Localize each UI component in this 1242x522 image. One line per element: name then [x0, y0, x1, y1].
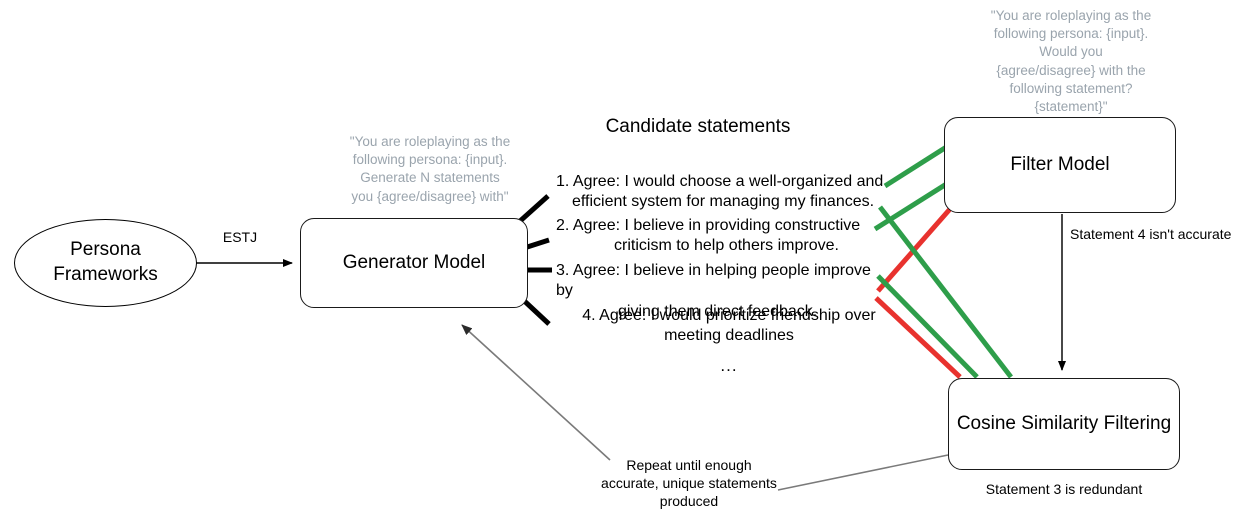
generator-prompt-line-4: you {agree/disagree} with" — [351, 188, 509, 204]
generator-prompt-line-3: Generate N statements — [360, 170, 500, 186]
filter-prompt-line-6: {statement}" — [1034, 99, 1108, 115]
candidate-statement-2-line-2: criticism to help others improve. — [614, 237, 839, 255]
filter-prompt-line-1: "You are roleplaying as the — [990, 8, 1152, 23]
node-filter-model[interactable]: Filter Model — [944, 117, 1176, 213]
candidate-statements-heading: Candidate statements — [605, 116, 791, 137]
candidate-statement-2-line-1: 2. Agree: I believe in providing constru… — [556, 217, 861, 234]
edge-statement-1-to-cosine — [878, 205, 1013, 379]
edge-statement-3-to-cosine — [876, 274, 979, 379]
filter-prompt-line-3: Would you — [1039, 44, 1103, 60]
candidate-statement-1-line-2: efficient system for managing my finance… — [572, 193, 875, 211]
filter-prompt-note: "You are roleplaying as the following pe… — [966, 7, 1176, 116]
repeat-loop-line-2: accurate, unique statements — [601, 475, 777, 492]
candidate-statement-1-line-1: 1. Agree: I would choose a well-organize… — [556, 173, 884, 190]
candidate-statement-2: 2. Agree: I believe in providing constru… — [556, 216, 888, 257]
node-persona-frameworks-label: Persona Frameworks — [53, 238, 158, 287]
generator-prompt-note: "You are roleplaying as the following pe… — [320, 133, 540, 206]
node-persona-frameworks[interactable]: Persona Frameworks — [14, 219, 197, 307]
candidate-statement-1: 1. Agree: I would choose a well-organize… — [556, 172, 888, 213]
edge-label-statement-4-inaccurate: Statement 4 isn't accurate — [1070, 226, 1232, 242]
edge-statement-1-accepted — [883, 143, 950, 189]
filter-prompt-line-4: {agree/disagree} with the — [996, 62, 1146, 78]
node-cosine-similarity-filtering-label: Cosine Similarity Filtering — [956, 413, 1172, 435]
node-generator-model[interactable]: Generator Model — [300, 218, 528, 308]
node-generator-model-label: Generator Model — [342, 252, 486, 274]
caption-statement-3-redundant: Statement 3 is redundant — [985, 481, 1143, 497]
persona-label-line-1: Persona — [70, 239, 141, 261]
filter-prompt-line-2: following persona: {input}. — [993, 26, 1149, 42]
candidate-statement-3: 3. Agree: I believe in helping people im… — [556, 261, 890, 322]
generator-prompt-line-1: "You are roleplaying as the — [349, 134, 511, 149]
candidate-statement-3-line-1: 3. Agree: I believe in helping people im… — [556, 262, 871, 300]
repeat-loop-line-3: produced — [659, 493, 719, 510]
candidate-statement-4: 4. Agree: I would prioritize friendship … — [576, 306, 882, 347]
candidate-statement-3-line-2: giving them direct feedback. — [618, 302, 818, 320]
persona-label-line-2: Frameworks — [53, 264, 158, 285]
edge-label-repeat-loop: Repeat until enough accurate, unique sta… — [560, 456, 818, 511]
generator-prompt-line-2: following persona: {input}. — [352, 152, 508, 168]
filter-prompt-line-5: following statement? — [1009, 80, 1133, 96]
node-cosine-similarity-filtering[interactable]: Cosine Similarity Filtering — [948, 378, 1180, 470]
node-filter-model-label: Filter Model — [1010, 154, 1110, 176]
repeat-loop-line-1: Repeat until enough — [626, 457, 752, 473]
candidate-statements-continuation: ... — [720, 356, 738, 375]
edge-label-estj: ESTJ — [222, 229, 258, 245]
candidate-statement-4-line-2: meeting deadlines — [664, 327, 794, 345]
candidate-statement-4-line-1: 4. Agree: I would prioritize friendship … — [582, 307, 876, 324]
